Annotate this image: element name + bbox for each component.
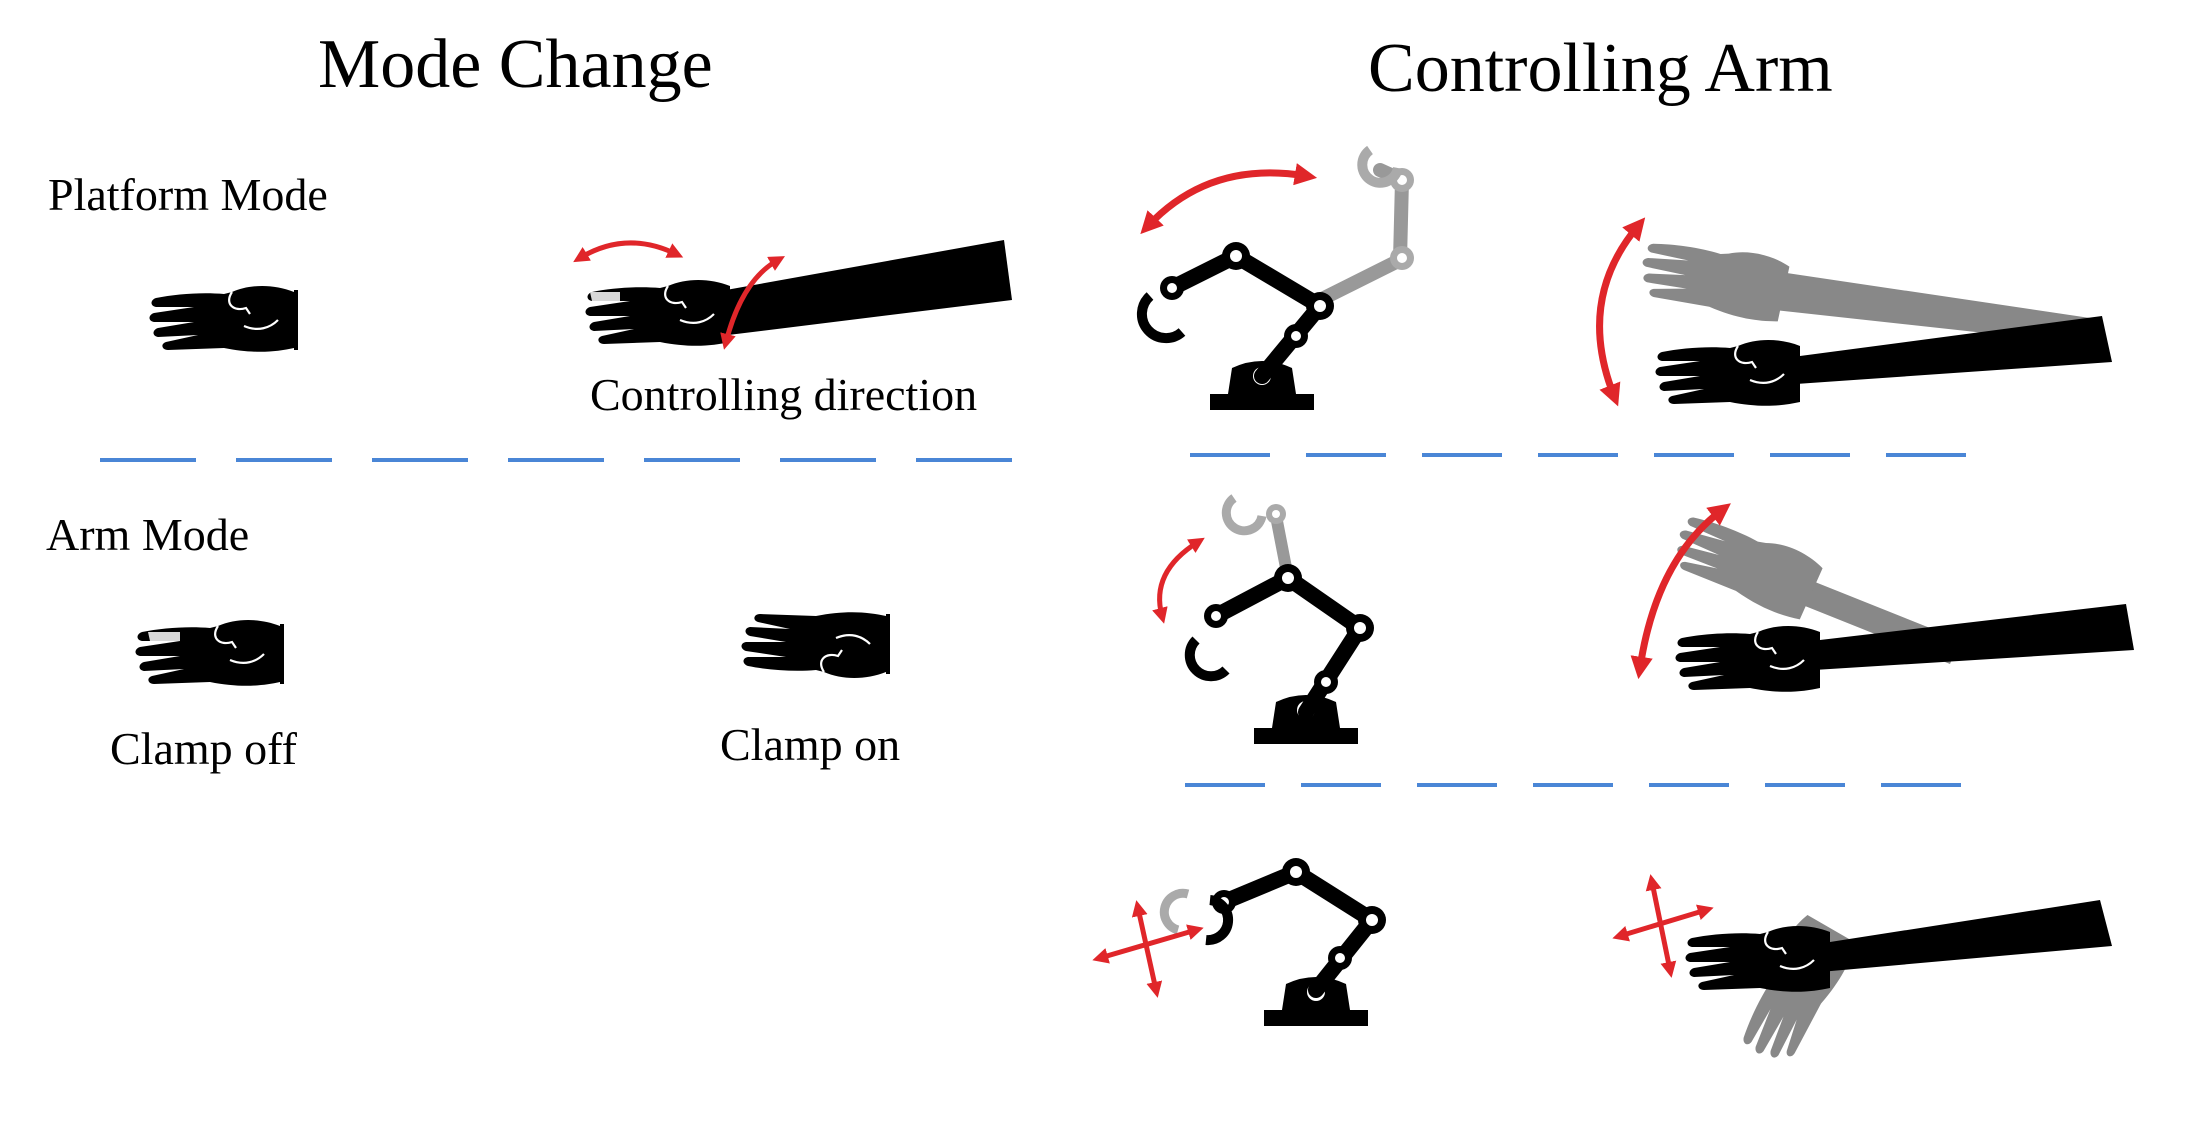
clamp-on-caption: Clamp on (720, 719, 901, 770)
arm-raise-row2-icon (1630, 503, 2134, 692)
four-way-arrow-icon (1612, 874, 1714, 978)
mode-change-title: Mode Change (318, 26, 713, 103)
swing-arrow-icon (1140, 163, 1318, 235)
platform-mode-label: Platform Mode (48, 169, 328, 220)
hand-clamp-off-icon (135, 620, 284, 686)
left-right-arrow-icon (573, 240, 684, 263)
robot-arm-row3-icon (1092, 858, 1386, 1026)
small-swing-arrow-icon (1152, 537, 1205, 624)
controlling-direction-caption: Controlling direction (590, 369, 978, 420)
up-down-arrow-icon (1630, 503, 1731, 680)
robot-arm-row2-icon (1152, 494, 1374, 744)
robot-arm-row1-icon (1136, 145, 1414, 410)
clamp-off-caption: Clamp off (110, 723, 297, 774)
controlling-arm-title: Controlling Arm (1368, 30, 1833, 107)
arm-mode-label: Arm Mode (46, 509, 250, 560)
arm-with-direction-arrows-icon (573, 240, 1012, 350)
up-down-arrow-icon (1596, 217, 1646, 407)
arm-rotate-row3-icon (1612, 874, 2112, 1071)
four-way-arrow-icon (1092, 900, 1204, 998)
up-down-arrow-icon (720, 256, 785, 350)
arm-raise-row1-icon (1596, 217, 2112, 407)
hand-clamp-on-icon (741, 612, 890, 678)
hand-flat-icon (149, 286, 298, 352)
